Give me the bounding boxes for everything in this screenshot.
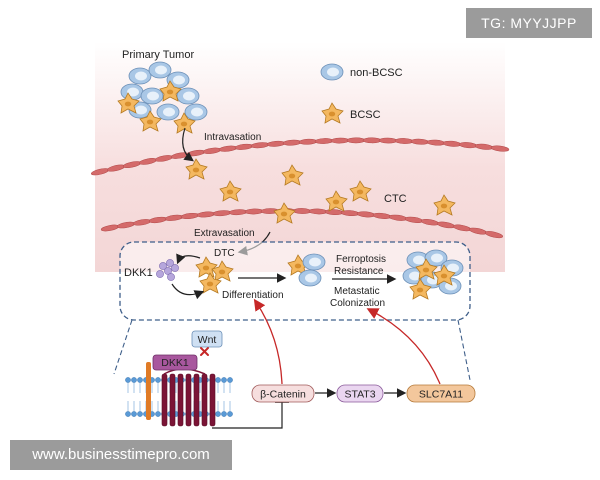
phospholipid-head [155, 377, 161, 383]
watermark-top: TG: MYYJJPP [466, 8, 592, 38]
metastatic-label-line1: Metastatic [334, 286, 380, 297]
endothelial-cell [346, 137, 366, 144]
phospholipid-head [137, 411, 143, 417]
receptor-7tm [161, 373, 216, 427]
zoom-line-left [113, 319, 133, 375]
phospholipid-head [137, 377, 143, 383]
slc7a11-to-colonization-arrow [366, 308, 441, 385]
stat3-label: STAT3 [344, 389, 375, 401]
endothelial-cell [362, 137, 382, 144]
dtc-label: DTC [214, 248, 235, 259]
dkk1-box-label: DKK1 [161, 357, 189, 369]
wnt-label: Wnt [198, 334, 217, 346]
ferroptosis-label-line2: Resistance [334, 266, 384, 277]
endothelial-cell [292, 208, 312, 215]
slc7a11-label: SLC7A11 [419, 389, 463, 401]
watermark-bottom: www.businesstimepro.com [10, 440, 232, 470]
beta-catenin-label: β-Catenin [260, 389, 306, 401]
intravasation-arrow [182, 127, 194, 162]
endothelial-cell [378, 137, 398, 144]
ctc-label: CTC [384, 193, 407, 205]
zoom-line-right [457, 319, 471, 381]
endothelial-cell [330, 137, 350, 144]
endothelial-cell [314, 137, 334, 145]
dkk1-feedback-arrow [171, 283, 205, 300]
dkk1-molecules [156, 259, 179, 281]
dkk1-side-label: DKK1 [124, 267, 153, 279]
legend-bcsc-label: BCSC [350, 109, 381, 121]
legend-non-bcsc-label: non-BCSC [350, 67, 403, 79]
extravasation-label: Extravasation [194, 228, 255, 239]
legend: non-BCSC BCSC [320, 63, 403, 124]
slc7a11-box [406, 384, 476, 403]
phospholipid-head [155, 411, 161, 417]
phospholipid-head [215, 411, 221, 417]
wnt-box [191, 330, 223, 348]
phospholipid-head [215, 377, 221, 383]
inhibition-line [212, 402, 283, 429]
stat3-box [336, 384, 384, 403]
dkk1-secretion-arrow [176, 253, 201, 265]
lrp-coreceptor [146, 362, 151, 420]
metastatic-label-line2: Colonization [330, 298, 385, 309]
phospholipid-head [221, 411, 227, 417]
phospholipid-head [131, 377, 137, 383]
phospholipid-head [125, 411, 131, 417]
differentiation-label: Differentiation [222, 290, 284, 301]
phospholipid-head [227, 411, 233, 417]
endothelial-cell [244, 208, 264, 215]
legend-non-bcsc-swatch [320, 63, 344, 81]
phospholipid-head [221, 377, 227, 383]
endothelial-cell [394, 137, 414, 145]
phospholipid-head [131, 411, 137, 417]
blocked-x-icon [200, 347, 209, 356]
primary-tumor-label: Primary Tumor [122, 49, 194, 61]
beta-catenin-to-differentiation-arrow [253, 298, 283, 385]
dkk1-box [152, 354, 198, 371]
ferroptosis-label-line1: Ferroptosis [336, 254, 386, 265]
endothelial-cell [308, 208, 328, 215]
phospholipid-head [125, 377, 131, 383]
phospholipid-head [227, 377, 233, 383]
beta-catenin-box [251, 384, 315, 403]
intravasation-label: Intravasation [204, 132, 261, 143]
